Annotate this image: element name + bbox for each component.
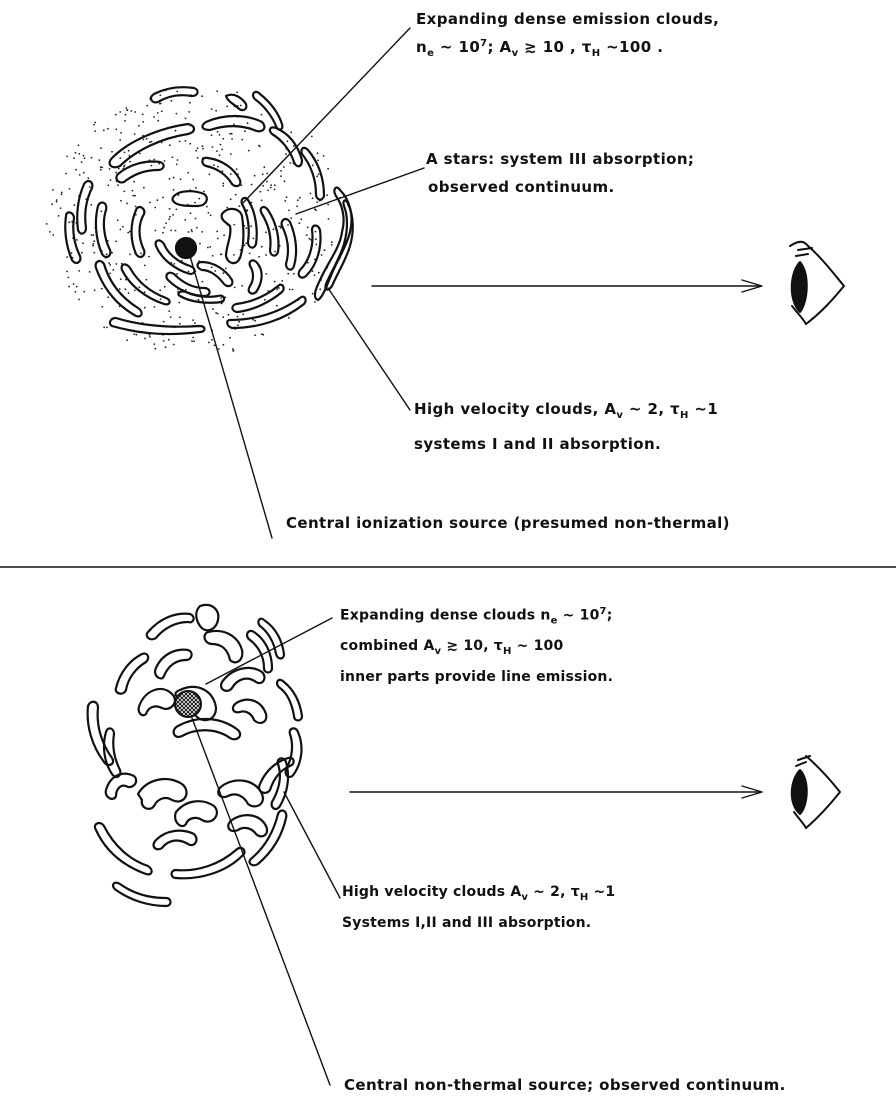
label-central-nonthermal-source: Central non-thermal source; observed con… (344, 1076, 786, 1094)
label-expanding-emission-clouds: Expanding dense emission clouds, ne ~ 10… (416, 10, 719, 59)
top-observer-eye-icon (790, 242, 844, 324)
top-ionization-source (176, 238, 196, 258)
label-central-ionization-source: Central ionization source (presumed non-… (286, 514, 730, 532)
label-high-velocity-clouds-top: High velocity clouds, Av ~ 2, τH ~1 syst… (414, 400, 718, 453)
emission-clouds-line2: ne ~ 107; Av ≳ 10 , τH ~100 . (416, 38, 719, 59)
label-high-velocity-clouds-bottom: High velocity clouds Av ~ 2, τH ~1 Syste… (342, 884, 615, 931)
bottom-observer-eye-icon (792, 756, 840, 828)
emission-clouds-line1: Expanding dense emission clouds, (416, 10, 719, 28)
label-a-stars: A stars: system III absorption; observed… (426, 150, 694, 196)
high-velocity-bottom-line1: High velocity clouds Av ~ 2, τH ~1 (342, 884, 615, 903)
label-expanding-dense-clouds: Expanding dense clouds ne ~ 107; combine… (340, 606, 613, 685)
a-stars-line1: A stars: system III absorption; (426, 150, 694, 168)
high-velocity-bottom-line2: Systems I,II and III absorption. (342, 915, 615, 931)
bottom-leader-lines (192, 618, 340, 1085)
dense-clouds-line3: inner parts provide line emission. (340, 669, 613, 685)
a-stars-line2: observed continuum. (426, 178, 694, 196)
high-velocity-top-line1: High velocity clouds, Av ~ 2, τH ~1 (414, 400, 718, 421)
dense-clouds-line2: combined Av ≳ 10, τH ~ 100 (340, 638, 613, 657)
bottom-nonthermal-source (175, 691, 201, 717)
top-leader-lines (190, 28, 424, 538)
dense-clouds-line1: Expanding dense clouds ne ~ 107; (340, 606, 613, 626)
high-velocity-top-line2: systems I and II absorption. (414, 435, 718, 453)
